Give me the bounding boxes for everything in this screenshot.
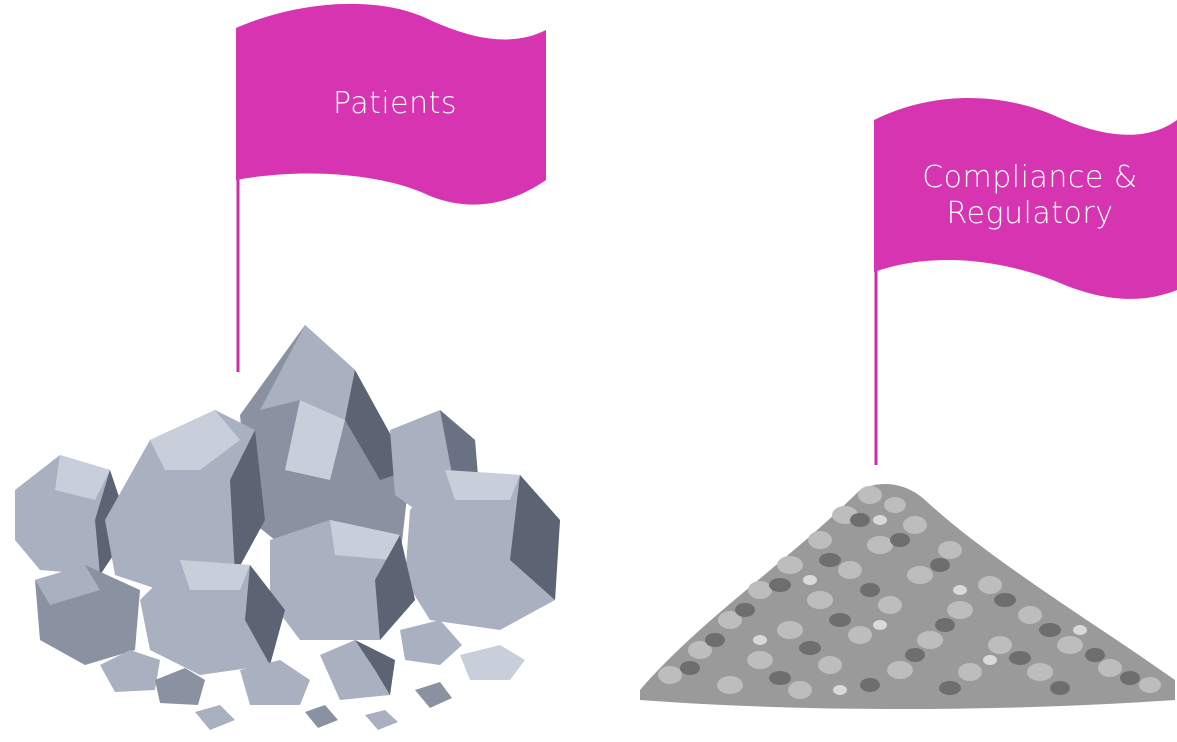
- flag-label-compliance: Compliance & Regulatory: [890, 160, 1170, 232]
- pebble-pile-icon: [640, 484, 1175, 709]
- flag-compliance-icon: [874, 97, 1177, 465]
- flag-label-patients: Patients: [332, 86, 458, 121]
- flag-label-compliance-line1: Compliance &: [922, 160, 1138, 195]
- flag-label-compliance-line2: Regulatory: [946, 196, 1114, 231]
- boulder-pile-icon: [15, 325, 560, 730]
- flag-cloth-right: [874, 97, 1177, 299]
- flag-cloth-left: [236, 3, 546, 205]
- flag-patients-icon: [236, 3, 546, 372]
